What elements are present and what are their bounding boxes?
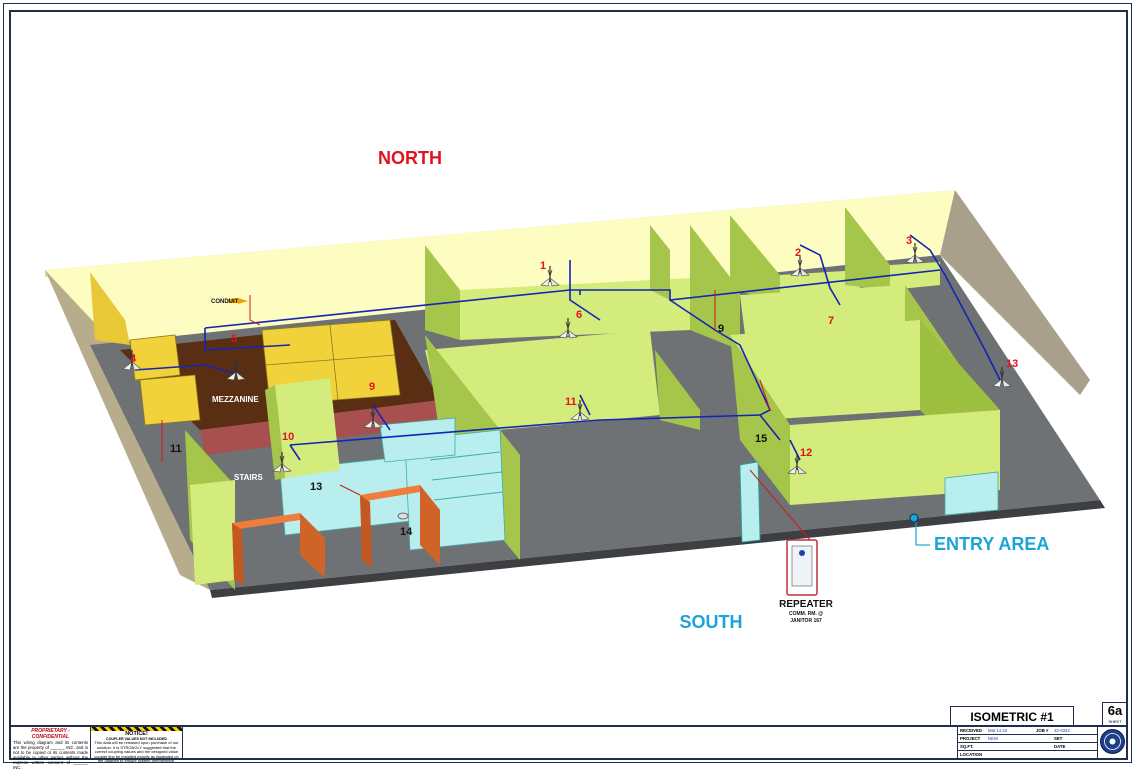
notice-text: This data will be released upon purchase…: [94, 740, 179, 764]
feeder-lines: [161, 290, 811, 541]
marker-label-9: 9: [718, 323, 724, 335]
antenna-label-7: 7: [828, 315, 834, 327]
floor-edge: [210, 500, 1105, 598]
company-seal: [1097, 727, 1128, 758]
coupler-notice: NOTICE! COUPLER VALUES NOT INCLUDED This…: [91, 727, 183, 763]
wall-north-b: [460, 278, 690, 340]
north-label: NORTH: [378, 148, 442, 168]
project-info-table: RECEIVED Mar.14.22 JOB # 22-0322 PROJECT…: [957, 727, 1098, 758]
marker-label-11: 11: [170, 443, 182, 455]
drawing-title: ISOMETRIC #1: [950, 706, 1074, 726]
row-project: PROJECT NEW SET: [958, 735, 1098, 743]
room-yellow-west: [90, 272, 130, 345]
sheet-number: 6a: [1107, 703, 1123, 718]
drawing-inner-border: [9, 10, 1128, 727]
back-wall: [45, 190, 955, 345]
entry-marker: [909, 513, 919, 523]
marker-label-15: 15: [755, 433, 767, 445]
proprietary-notice: PROPRIETARY - CONFIDENTIAL This wiring d…: [11, 727, 91, 770]
antenna-label-5: 5: [231, 333, 237, 345]
antenna-label-12: 12: [800, 447, 812, 459]
row-received: RECEIVED Mar.14.22 JOB # 22-0322: [958, 727, 1098, 735]
antenna-label-11: 11: [565, 396, 577, 408]
sheet-number-box: 6a SHEET: [1102, 702, 1128, 727]
notice-subheading: COUPLER VALUES NOT INCLUDED: [105, 737, 168, 741]
room-12-top: [730, 320, 920, 420]
project-value: NEW: [988, 736, 999, 741]
stairs-label: STAIRS: [234, 473, 263, 482]
title-block: PROPRIETARY - CONFIDENTIAL This wiring d…: [9, 727, 1128, 770]
wall-room-7: [740, 285, 905, 335]
antenna-label-6: 6: [576, 309, 582, 321]
antenna-label-10: 10: [282, 431, 294, 443]
entry-door: [944, 471, 999, 516]
proprietary-heading: PROPRIETARY - CONFIDENTIAL: [31, 728, 70, 740]
received-value: Mar.14.22: [988, 728, 1008, 733]
seal-icon: [1100, 729, 1125, 754]
office-block-central: [425, 330, 660, 435]
marker-label-14: 14: [400, 526, 413, 538]
sheet-label: SHEET: [1108, 719, 1122, 724]
room-yellow-2: [139, 374, 201, 426]
repeater-title: REPEATER: [779, 599, 833, 610]
cable-routing: [134, 234, 1001, 461]
antenna-label-9: 9: [369, 381, 375, 393]
row-location: LOCATION: [960, 752, 983, 757]
hazard-stripe: [91, 727, 182, 731]
antenna-label-13: 13: [1006, 358, 1018, 370]
south-label: SOUTH: [680, 612, 743, 632]
repeater-location-2: JANITOR 167: [790, 618, 822, 624]
entry-area-label: ENTRY AREA: [934, 534, 1049, 554]
antenna-label-1: 1: [540, 260, 546, 272]
mezzanine-label: MEZZANINE: [212, 395, 259, 404]
room-yellow-1: [129, 334, 181, 381]
west-wall: [45, 270, 210, 590]
conduit-label: CONDUIT: [211, 299, 239, 305]
proprietary-text: This wiring diagram and its contents are…: [13, 740, 88, 770]
wall-north-c: [690, 225, 740, 350]
notice-heading: NOTICE!: [125, 731, 148, 737]
east-wall: [940, 190, 1090, 395]
wall-north-a: [425, 245, 460, 340]
repeater-location-1: COMM. RM. @: [789, 611, 823, 617]
antenna-label-2: 2: [795, 247, 801, 259]
marker-label-13: 13: [310, 481, 322, 493]
antenna-label-4: 4: [130, 353, 137, 365]
drawing-outer-border: [3, 3, 1132, 763]
row-sqft: SQ.FT. DATE: [958, 743, 1098, 751]
antenna-label-3: 3: [906, 235, 912, 247]
job-value: 22-0322: [1054, 728, 1070, 733]
